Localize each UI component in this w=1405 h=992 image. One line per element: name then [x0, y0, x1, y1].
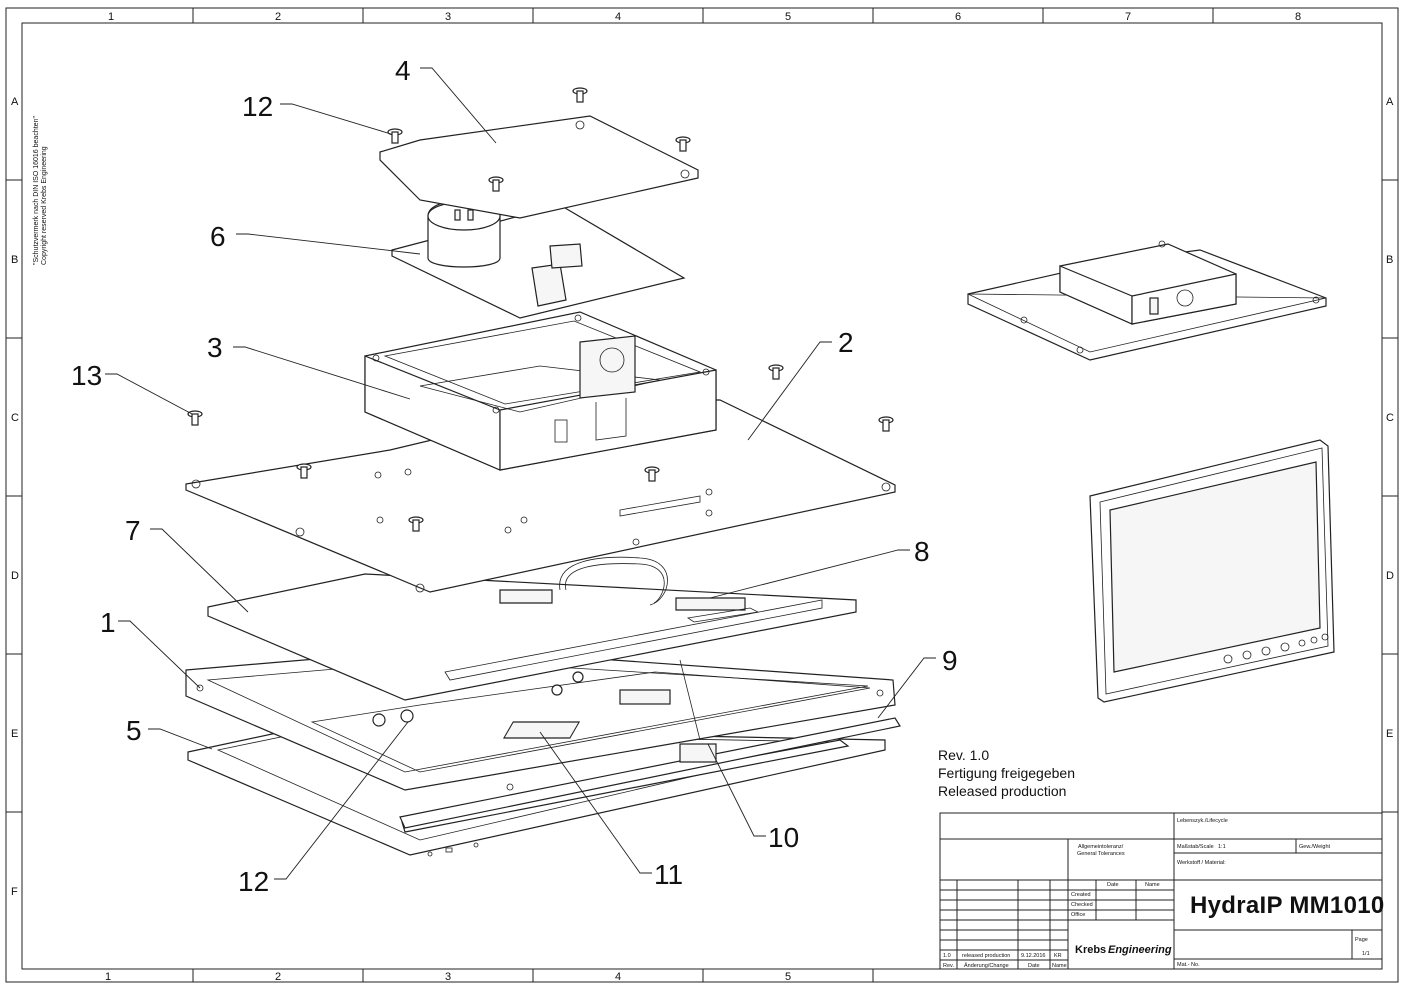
- mat-no-label: Mat.- No.: [1177, 962, 1200, 968]
- material-label: Werkstoff / Material:: [1177, 860, 1226, 866]
- zone-col-1-bottom: 1: [105, 971, 111, 983]
- name-header: Name: [1145, 882, 1160, 888]
- assembled-rear-view: [967, 240, 1327, 361]
- zone-dividers: [6, 8, 1398, 982]
- tolerance-label-2: General Tolerances: [1077, 851, 1125, 857]
- revision-note-line-1: Rev. 1.0: [938, 747, 989, 763]
- rev-desc: released production: [962, 953, 1010, 959]
- callout-3: 3: [207, 332, 223, 363]
- callout-12-top: 12: [242, 91, 273, 122]
- callout-6: 6: [210, 221, 226, 252]
- page-value: 1/1: [1362, 951, 1370, 957]
- change-header: Änderung/Change: [964, 962, 1009, 969]
- page-label: Page: [1355, 937, 1368, 943]
- zone-row-e-left: E: [11, 728, 18, 740]
- scale-label: Maßstab/Scale: [1177, 844, 1214, 850]
- copyright-line-1: "Schutzvermerk nach DIN ISO 16016 beacht…: [33, 116, 40, 265]
- copyright-line-2: Copyright reserved Krebs Engineering: [41, 146, 48, 265]
- drawing-title: HydraIP MM1010: [1190, 892, 1385, 919]
- revision-note-line-2: Fertigung freigegeben: [938, 765, 1075, 781]
- callout-5: 5: [126, 715, 142, 746]
- zone-col-1-top: 1: [108, 11, 114, 23]
- zone-col-4-bottom: 4: [615, 971, 621, 983]
- zone-row-f-left: F: [11, 886, 18, 898]
- part-3-housing: [364, 311, 717, 471]
- callout-2: 2: [838, 327, 854, 358]
- screws: [187, 87, 894, 532]
- created-label: Created: [1071, 892, 1091, 898]
- part-7-display-module: [207, 556, 857, 701]
- company-name-1: Krebs: [1075, 944, 1106, 956]
- checked-label: Checked: [1071, 902, 1093, 908]
- tolerance-label-1: Allgemeintoleranz/: [1078, 844, 1124, 850]
- zone-col-8-top: 8: [1295, 11, 1301, 23]
- rev-value: 1.0: [943, 953, 951, 959]
- zone-col-3-bottom: 3: [445, 971, 451, 983]
- callout-7: 7: [125, 515, 141, 546]
- zone-col-4-top: 4: [615, 11, 621, 23]
- callout-9: 9: [942, 645, 958, 676]
- zone-row-c-right: C: [1386, 412, 1394, 424]
- part-4-cover: [379, 115, 699, 219]
- office-label: Office: [1071, 912, 1085, 918]
- rev-name: KR: [1054, 953, 1062, 959]
- callout-13: 13: [71, 360, 102, 391]
- rev-date-header: Date: [1028, 963, 1040, 969]
- zone-row-c-left: C: [11, 412, 19, 424]
- company-name-2: Engineering: [1108, 944, 1172, 956]
- zone-row-b-right: B: [1386, 254, 1393, 266]
- zone-col-2-top: 2: [275, 11, 281, 23]
- zone-col-5-bottom: 5: [785, 971, 791, 983]
- zone-col-3-top: 3: [445, 11, 451, 23]
- callout-11: 11: [654, 859, 683, 890]
- assembled-front-view: [1089, 439, 1335, 703]
- weight-label: Gew./Weight: [1299, 844, 1331, 850]
- scale-value: 1:1: [1218, 844, 1226, 850]
- rev-name-header: Name: [1052, 963, 1067, 969]
- lifecycle-label: Lebenszyk./Lifecycle: [1177, 818, 1228, 824]
- zone-col-7-top: 7: [1125, 11, 1131, 23]
- zone-col-6-top: 6: [955, 11, 961, 23]
- callout-8: 8: [914, 536, 930, 567]
- zone-col-5-top: 5: [785, 11, 791, 23]
- zone-row-d-left: D: [11, 570, 19, 582]
- callout-12-bottom: 12: [238, 866, 269, 897]
- zone-row-e-right: E: [1386, 728, 1393, 740]
- callout-4: 4: [395, 55, 411, 86]
- part-9-seal: [399, 717, 901, 829]
- rev-date: 9.12.2016: [1021, 953, 1045, 959]
- zone-col-2-bottom: 2: [275, 971, 281, 983]
- zone-row-a-right: A: [1386, 96, 1394, 108]
- rev-header: Rev.: [943, 963, 954, 969]
- part-6-pcb: [391, 199, 686, 319]
- zone-row-b-left: B: [11, 254, 18, 266]
- copyright-notice: "Schutzvermerk nach DIN ISO 16016 beacht…: [33, 116, 48, 265]
- revision-note-line-3: Released production: [938, 783, 1066, 799]
- title-block: [939, 812, 1383, 970]
- part-1-front-frame: [185, 647, 896, 791]
- date-header: Date: [1107, 882, 1119, 888]
- zone-row-a-left: A: [11, 96, 19, 108]
- leader-lines: [105, 67, 936, 880]
- callout-1: 1: [100, 607, 116, 638]
- callout-10: 10: [768, 822, 799, 853]
- zone-row-d-right: D: [1386, 570, 1394, 582]
- outer-border: [5, 7, 1399, 983]
